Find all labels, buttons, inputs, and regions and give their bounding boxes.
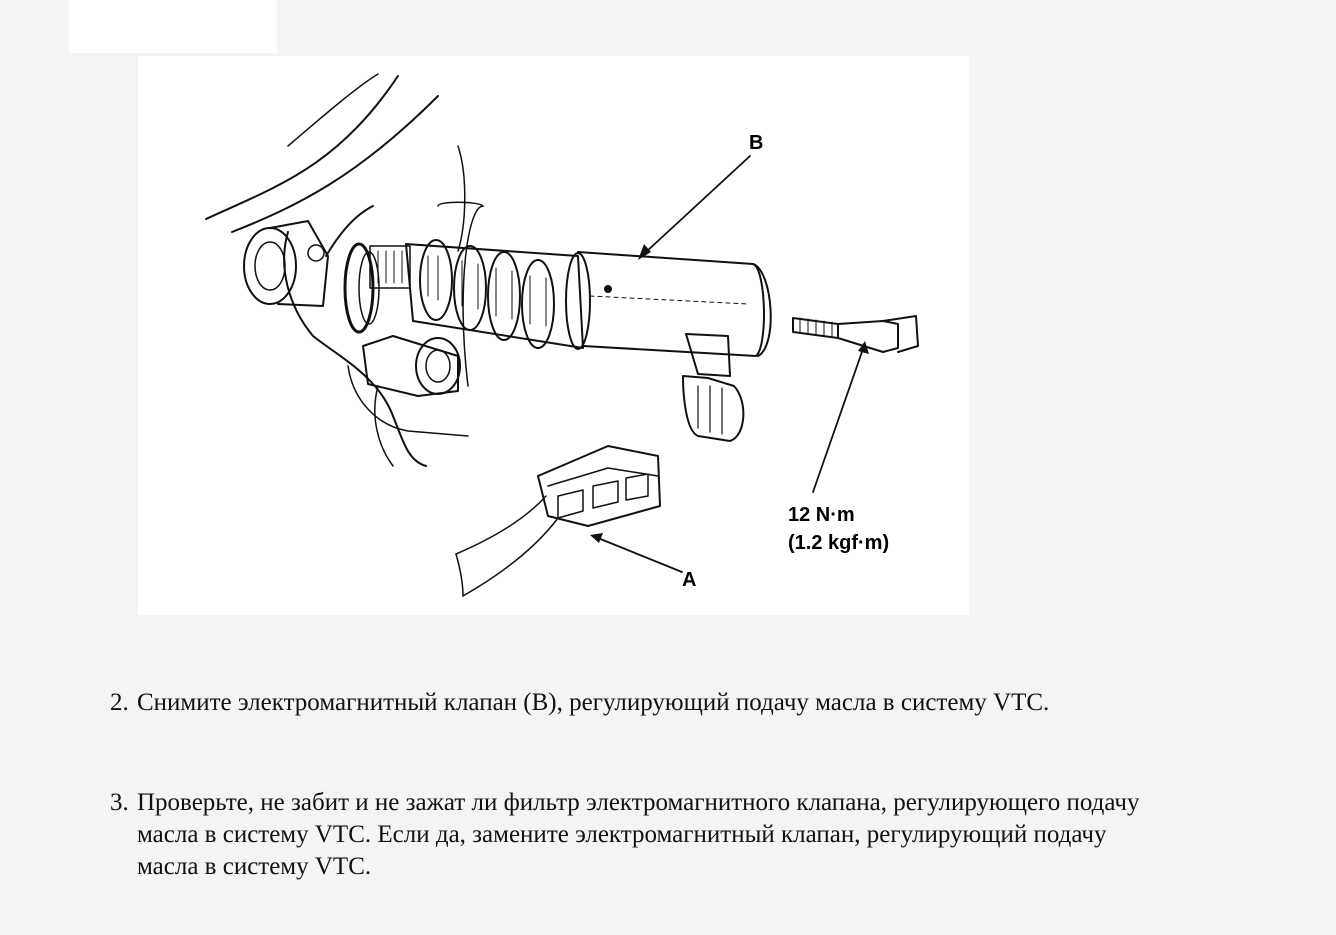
leader-line-a [597,537,683,573]
leader-line-b [645,155,751,253]
step-3: 3. Проверьте, не забит и не зажат ли фил… [110,787,1290,883]
solenoid-body [577,251,765,357]
engine-cover-outline [205,75,399,220]
mounting-bolt-left [362,335,459,397]
callout-b-label: B [749,132,764,154]
torque-kgf-value: (1.2 kgf·m) [788,532,890,554]
torque-spec: 12 N·m (1.2 kgf·m) [788,501,889,557]
wiring-harness [455,495,547,555]
leader-line-torque [812,348,864,493]
cover-housing [283,231,427,467]
solenoid-connector [685,333,731,377]
step-2: 2. Снимите электромагнитный клапан (B), … [110,687,1290,719]
step-number: 3. [110,789,129,816]
step-text: Проверьте, не забит и не зажат ли фильтр… [137,789,1140,880]
solenoid-spool [405,243,584,349]
engine-diagram-drawing [205,73,919,597]
step-text: Снимите электромагнитный клапан (B), рег… [137,689,1050,716]
torque-nm-value: 12 N·m [788,504,855,526]
blank-header-box [69,0,277,53]
camshaft-boss [243,227,297,305]
step-number: 2. [110,689,129,716]
vtc-solenoid-illustration: B A 12 N·m (1.2 kgf·m) [138,56,969,615]
harness-connector-a [537,445,661,527]
callout-a-label: A [682,569,697,591]
